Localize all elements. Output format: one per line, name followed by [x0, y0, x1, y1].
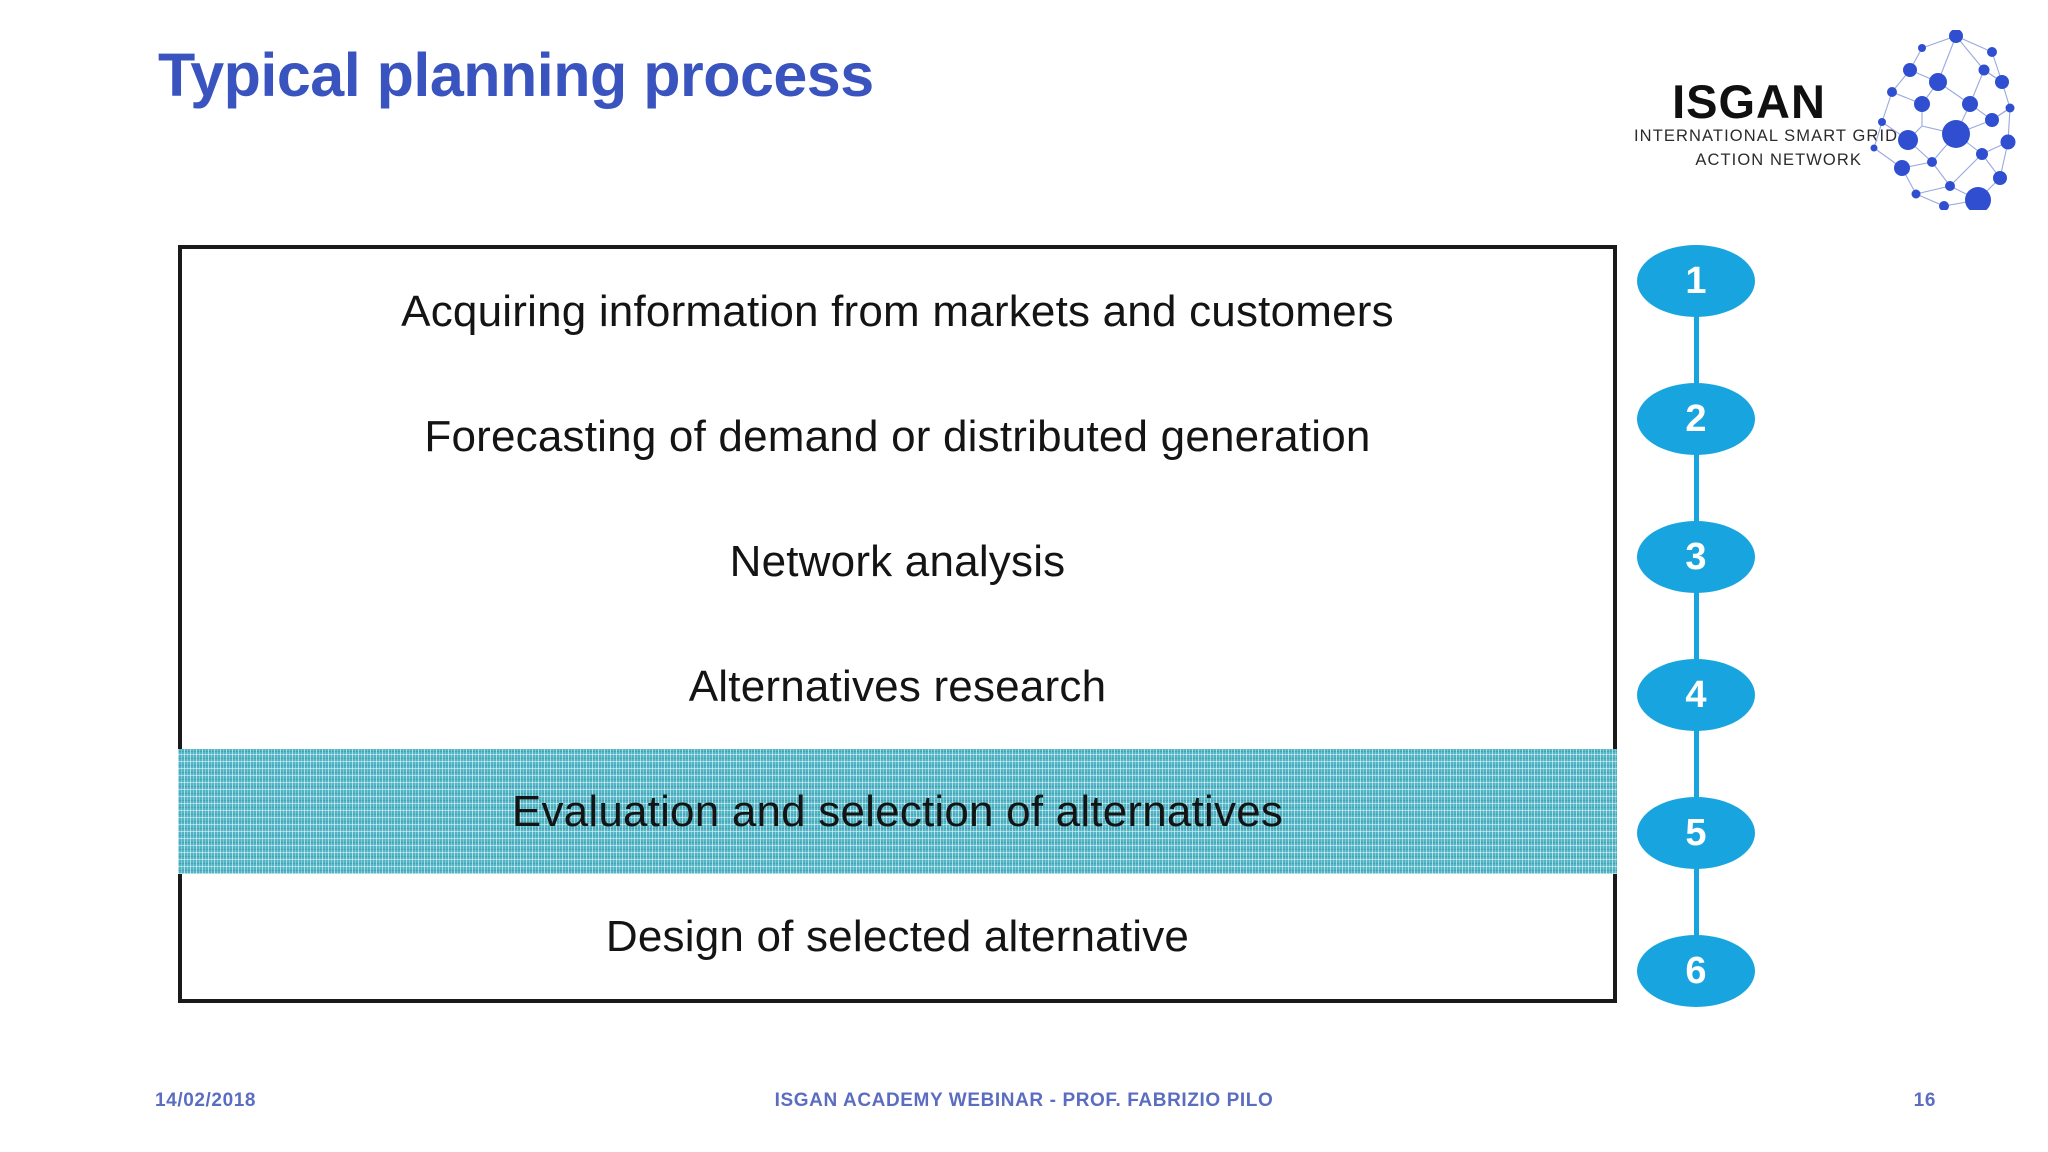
process-box: Acquiring information from markets and c… — [178, 245, 1617, 1003]
chain-connector-line — [1694, 281, 1699, 969]
logo-wordmark: ISGAN — [1672, 75, 1826, 128]
process-step-label: Network analysis — [729, 536, 1066, 586]
process-step-label: Alternatives research — [688, 661, 1107, 711]
chain-node-number: 6 — [1685, 950, 1707, 992]
chain-node-number: 2 — [1685, 398, 1707, 440]
process-step-row-2[interactable]: Forecasting of demand or distributed gen… — [182, 374, 1613, 499]
network-nodes-icon — [1870, 30, 2016, 210]
page-title: Typical planning process — [158, 41, 874, 109]
logo-text-block: ISGAN INTERNATIONAL SMART GRID ACTION NE… — [1634, 75, 1899, 173]
logo-subtitle-line-1: INTERNATIONAL SMART GRID — [1634, 127, 1899, 145]
chain-node-4[interactable]: 4 — [1637, 659, 1755, 731]
chain-node-number: 1 — [1685, 260, 1707, 302]
footer-center-text: ISGAN ACADEMY WEBINAR - PROF. FABRIZIO P… — [774, 1090, 1274, 1111]
chain-node-number: 3 — [1685, 536, 1707, 578]
process-step-row-1[interactable]: Acquiring information from markets and c… — [182, 249, 1613, 374]
process-step-label: Acquiring information from markets and c… — [401, 286, 1394, 336]
footer-date: 14/02/2018 — [155, 1090, 257, 1111]
process-step-row-6[interactable]: Design of selected alternative — [182, 874, 1613, 999]
footer-page-number: 16 — [1913, 1090, 1936, 1111]
process-step-label: Forecasting of demand or distributed gen… — [424, 411, 1371, 461]
chain-node-1[interactable]: 1 — [1637, 245, 1755, 317]
isgan-logo: ISGAN INTERNATIONAL SMART GRID ACTION NE… — [1630, 30, 2020, 220]
step-number-chain: 1 2 3 4 5 6 — [1637, 245, 1755, 1007]
chain-node-2[interactable]: 2 — [1637, 383, 1755, 455]
process-step-row-5-highlighted[interactable]: Evaluation and selection of alternatives — [178, 749, 1617, 874]
process-step-label: Evaluation and selection of alternatives — [511, 786, 1284, 836]
chain-node-number: 4 — [1685, 674, 1707, 716]
process-step-row-4[interactable]: Alternatives research — [182, 624, 1613, 749]
chain-node-3[interactable]: 3 — [1637, 521, 1755, 593]
chain-node-number: 5 — [1685, 812, 1707, 854]
chain-node-5[interactable]: 5 — [1637, 797, 1755, 869]
chain-node-6[interactable]: 6 — [1637, 935, 1755, 1007]
process-step-row-3[interactable]: Network analysis — [182, 499, 1613, 624]
process-step-label: Design of selected alternative — [605, 911, 1190, 961]
logo-subtitle-line-2: ACTION NETWORK — [1695, 150, 1862, 169]
process-steps-list: Acquiring information from markets and c… — [182, 249, 1613, 999]
